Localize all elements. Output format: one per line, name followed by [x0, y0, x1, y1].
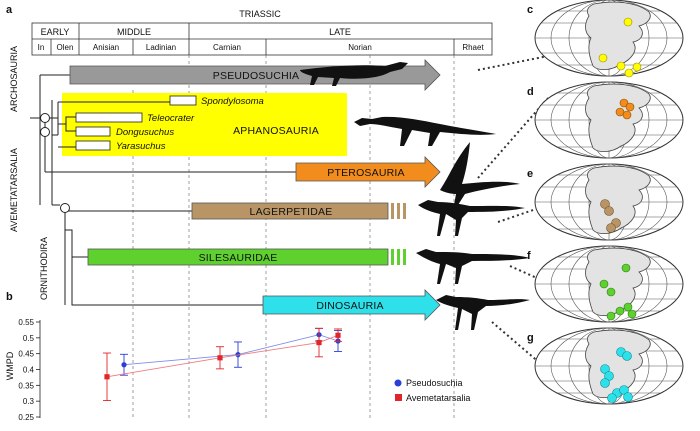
series-line-avemetatarsalia: [106, 334, 339, 378]
taxon-teleocrater: Teleocrater: [147, 113, 195, 124]
clade-archosauria: ARCHOSAURIA: [9, 46, 19, 112]
legend-label-avemetatarsalia: Avemetatarsalia: [406, 393, 470, 403]
stage-ladinian: Ladinian: [146, 43, 176, 52]
stage-induan: In: [38, 43, 45, 52]
data-point-pseudosuchia: [121, 362, 127, 368]
node-archosauria: [40, 113, 50, 123]
stage-anisian: Anisian: [93, 43, 119, 52]
panel-label-f: f: [527, 250, 531, 262]
silesauridae-uncertain-extension: [391, 249, 406, 265]
group-aphanosauria-label: APHANOSAURIA: [233, 125, 319, 137]
panel-label-c: c: [527, 4, 533, 16]
range-dinosauria: [262, 289, 441, 321]
data-point-avemetatarsalia: [217, 355, 223, 361]
stage-rhaetian: Rhaet: [462, 43, 484, 52]
chart-y-ticks: 0.55 0.5 0.45 0.4 0.35 0.3 0.25: [18, 318, 40, 422]
y-tick-label: 0.55: [18, 318, 34, 327]
taxon-spondylosoma: Spondylosoma: [201, 96, 264, 107]
legend-label-pseudosuchia: Pseudosuchia: [406, 378, 463, 388]
range-teleocrater: [75, 112, 143, 123]
data-point-avemetatarsalia: [316, 339, 322, 346]
panel-label-d: d: [527, 86, 534, 98]
range-yarasuchus: [75, 140, 111, 151]
y-tick-label: 0.3: [23, 397, 35, 406]
stage-norian: Norian: [348, 43, 372, 52]
range-pterosauria: [295, 156, 441, 188]
range-dongusuchus: [75, 126, 111, 137]
node-ornithodira: [60, 203, 70, 213]
lagerpetidae-uncertain-extension: [391, 203, 406, 219]
stage-carnian: Carnian: [213, 43, 241, 52]
dinosaur-silhouette: [436, 295, 530, 330]
period-label: TRIASSIC: [239, 9, 281, 19]
pseudosuchian-silhouette: [300, 62, 408, 86]
globe-g: [534, 327, 684, 405]
y-tick-label: 0.35: [18, 381, 34, 390]
group-silesauridae-label: SILESAURIDAE: [199, 252, 278, 264]
timescale-header: [31, 22, 493, 56]
range-lagerpetidae: [191, 202, 389, 220]
chart-series: [103, 327, 342, 401]
occurrences-e: [600, 199, 621, 233]
group-lagerpetidae-label: LAGERPETIDAE: [250, 206, 333, 218]
occurrences-f: [599, 263, 637, 321]
y-tick-label: 0.5: [23, 334, 35, 343]
y-tick-label: 0.25: [18, 413, 34, 422]
pterosaur-silhouette: [440, 142, 520, 205]
data-point-avemetatarsalia: [104, 374, 110, 380]
occurrences-c: [598, 17, 642, 78]
stage-olenekian: Olen: [57, 43, 74, 52]
globe-c: [534, 0, 684, 77]
range-spondylosoma: [169, 95, 197, 106]
occurrences-g: [600, 347, 633, 403]
group-dinosauria-label: DINOSAURIA: [316, 300, 383, 312]
globe-f: [534, 245, 684, 323]
y-tick-label: 0.4: [23, 366, 35, 375]
panel-label-e: e: [527, 168, 533, 180]
legend-marker-pseudosuchia: [394, 379, 402, 387]
group-pseudosuchia-label: PSEUDOSUCHIA: [213, 70, 299, 82]
panel-label-b: b: [6, 291, 13, 303]
epoch-middle: MIDDLE: [117, 27, 151, 37]
silesaurid-silhouette: [416, 249, 530, 284]
legend-marker-avemetatarsalia: [395, 394, 402, 401]
epoch-late: LATE: [329, 27, 351, 37]
range-silesauridae: [87, 248, 389, 266]
globe-d: [534, 81, 684, 159]
taxon-yarasuchus: Yarasuchus: [116, 141, 166, 152]
epoch-early: EARLY: [41, 27, 70, 37]
data-point-avemetatarsalia: [335, 332, 341, 338]
node-avemetatarsalia: [40, 127, 50, 137]
occurrences-d: [615, 98, 635, 120]
panel-label-a: a: [6, 4, 13, 16]
lagerpetid-silhouette: [418, 200, 525, 236]
clade-avemetatarsalia: AVEMETATARSALIA: [9, 148, 19, 232]
y-tick-label: 0.45: [18, 350, 34, 359]
panel-label-g: g: [527, 332, 534, 344]
taxon-dongusuchus: Dongusuchus: [116, 127, 174, 138]
series-line-pseudosuchia: [123, 334, 339, 366]
group-pterosauria-label: PTEROSAURIA: [327, 167, 404, 179]
chart-ylabel: WMPD: [5, 351, 15, 380]
aphanosaur-silhouette: [354, 116, 496, 146]
clade-ornithodira: ORNITHODIRA: [39, 237, 49, 300]
